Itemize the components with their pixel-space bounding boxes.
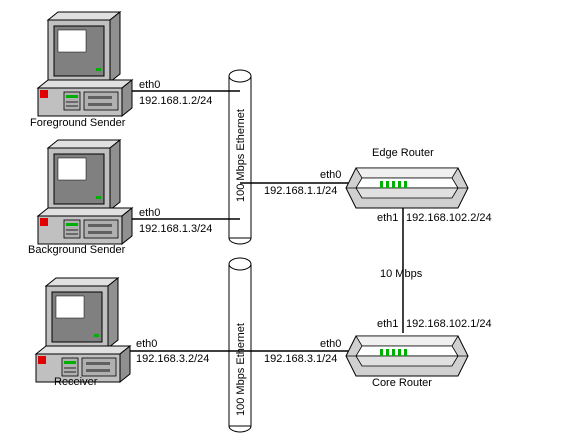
edge-router-lan-iface: eth0 [320, 169, 341, 181]
wan-link-label: 10 Mbps [380, 268, 423, 280]
receiver-computer-icon [35, 277, 131, 383]
core-router-wan-iface: eth1 [377, 318, 398, 330]
edge-router-wan-ip: 192.168.102.2/24 [406, 212, 492, 224]
edge-router-wan-iface: eth1 [377, 212, 398, 224]
receiver-ip: 192.168.3.2/24 [136, 353, 209, 365]
edge-router-lan-ip: 192.168.1.1/24 [264, 185, 337, 197]
core-router-lan-iface: eth0 [320, 338, 341, 350]
ethernet-bus-bottom-label: 100 Mbps Ethernet [235, 323, 247, 416]
core-router-lan-ip: 192.168.3.1/24 [264, 353, 337, 365]
background-sender-iface: eth0 [139, 207, 160, 219]
background-sender-ip: 192.168.1.3/24 [139, 223, 212, 235]
edge-router-icon [345, 167, 469, 209]
core-router-wan-ip: 192.168.102.1/24 [406, 318, 492, 330]
foreground-sender-computer-icon [37, 11, 133, 117]
background-sender-label: Background Sender [28, 244, 126, 256]
foreground-sender-label: Foreground Sender [30, 117, 126, 129]
foreground-sender-iface: eth0 [139, 79, 160, 91]
foreground-sender-ip: 192.168.1.2/24 [139, 95, 212, 107]
ethernet-bus-top: 100 Mbps Ethernet [228, 69, 252, 245]
receiver-label: Receiver [54, 376, 98, 388]
ethernet-bus-bottom: 100 Mbps Ethernet [228, 257, 252, 433]
background-sender-computer-icon [37, 139, 133, 245]
receiver-iface: eth0 [136, 338, 157, 350]
core-router-icon [345, 335, 469, 377]
core-router-label: Core Router [372, 377, 432, 389]
ethernet-bus-top-label: 100 Mbps Ethernet [235, 109, 247, 202]
edge-router-label: Edge Router [372, 147, 434, 159]
